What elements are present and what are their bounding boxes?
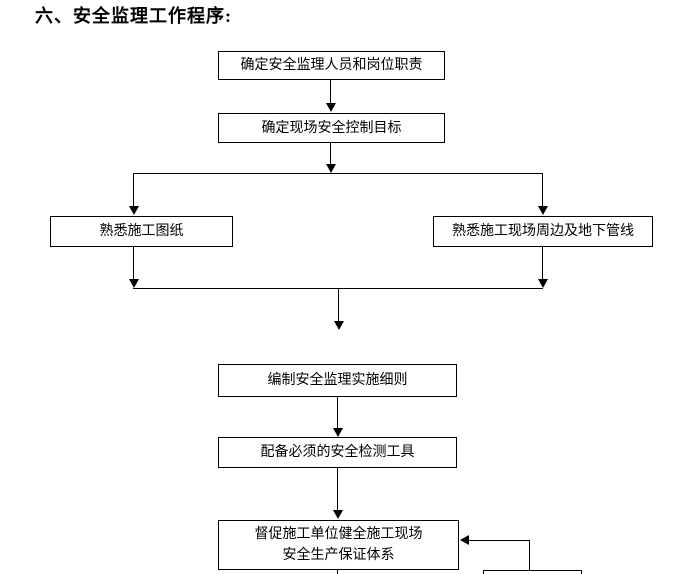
split-bar: [133, 173, 543, 174]
arrow-down-icon: [129, 206, 139, 215]
arrow-down-icon: [333, 510, 343, 519]
flow-node-safety-production-system-line1: 督促施工单位健全施工现场: [254, 527, 423, 542]
connector-b-split-line: [330, 142, 331, 165]
flow-node-clipped-bottom: [483, 570, 582, 574]
connector-a-b-line: [330, 80, 331, 104]
flow-node-safety-production-system: 督促施工单位健全施工现场 安全生产保证体系: [218, 520, 459, 570]
arrow-down-icon: [326, 164, 336, 173]
connector-d-merge-line: [542, 247, 543, 280]
arrow-down-icon: [538, 206, 548, 215]
arrow-down-icon: [326, 103, 336, 112]
connector-h-g-vline: [529, 540, 530, 570]
connector-split-d-line: [542, 173, 543, 207]
flow-node-safety-production-system-line2: 安全生产保证体系: [282, 548, 395, 563]
connector-f-g-line: [337, 468, 338, 511]
arrow-down-icon: [538, 279, 548, 288]
connector-g-down-stub: [337, 569, 338, 574]
arrow-left-icon: [460, 535, 469, 545]
flow-node-study-construction-drawings: 熟悉施工图纸: [50, 216, 233, 247]
connector-split-c-line: [133, 173, 134, 207]
arrow-down-icon: [129, 279, 139, 288]
flow-node-define-personnel-duties: 确定安全监理人员和岗位职责: [218, 51, 445, 80]
connector-c-merge-line: [133, 247, 134, 280]
flow-node-site-surroundings-pipelines: 熟悉施工现场周边及地下管线: [433, 216, 653, 247]
arrow-down-icon: [334, 321, 344, 330]
flow-node-equip-safety-tools: 配备必须的安全检测工具: [218, 437, 457, 468]
connector-merge-e-line: [338, 288, 339, 322]
connector-h-g-hline: [469, 540, 530, 541]
connector-e-f-line: [337, 397, 338, 429]
arrow-down-icon: [333, 428, 343, 437]
flow-node-site-safety-targets: 确定现场安全控制目标: [218, 113, 445, 143]
page-title: 六、安全监理工作程序:: [35, 6, 232, 26]
flow-node-compile-supervision-rules: 编制安全监理实施细则: [218, 364, 457, 397]
